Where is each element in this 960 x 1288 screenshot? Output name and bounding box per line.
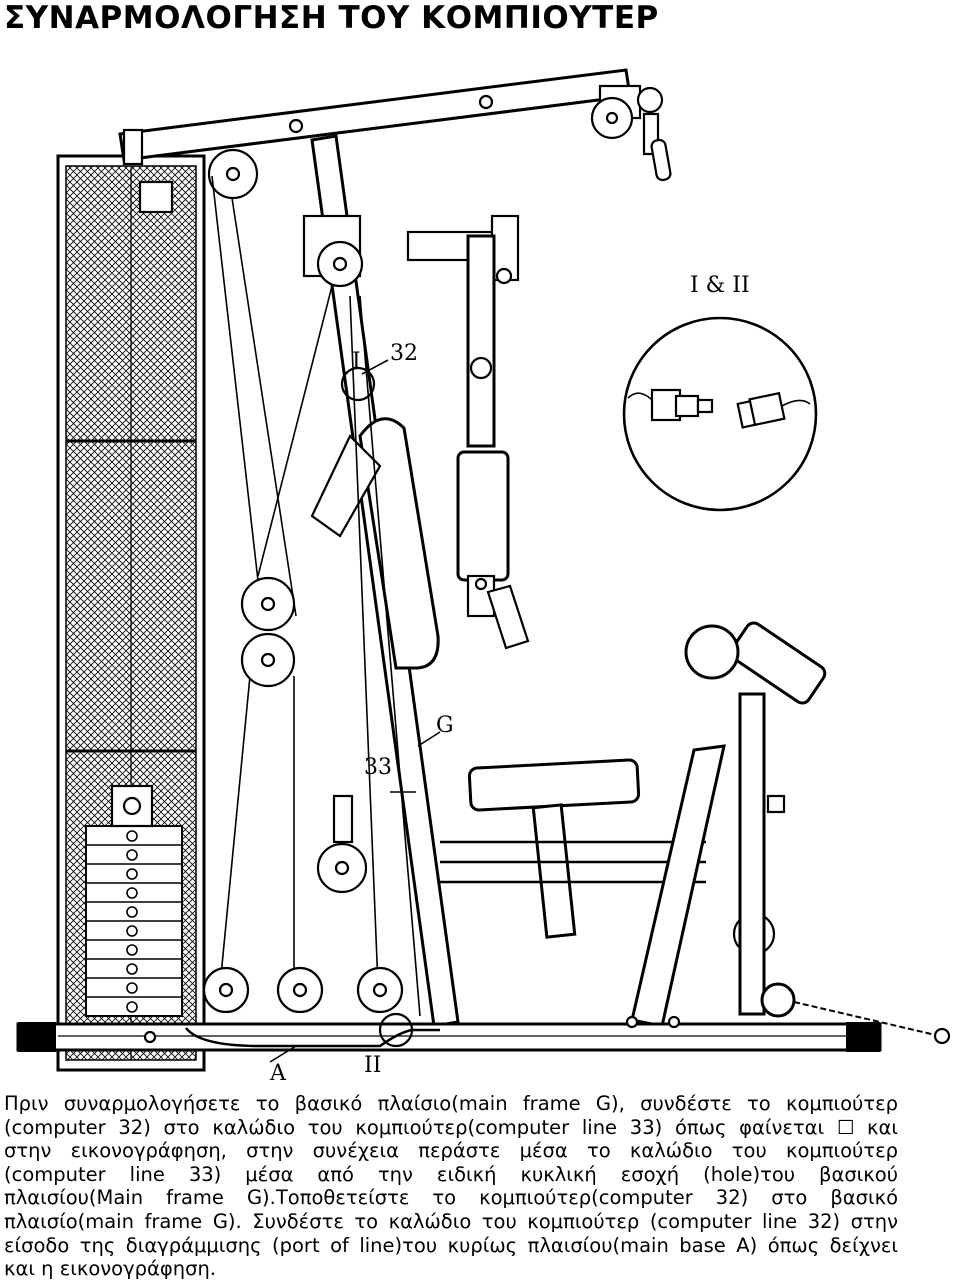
marker-ii-label: II: [364, 1053, 381, 1078]
instruction-line: είσοδο της διαγράμμισης (port of line)το…: [4, 1233, 898, 1257]
instruction-line: πλαισίου(Main frame G).Τοποθετείστε το κ…: [4, 1186, 898, 1210]
computer-line: [185, 1027, 440, 1048]
instruction-line: Πριν συναρμολογήσετε το βασικό πλαίσιο(m…: [4, 1092, 898, 1115]
instruction-line: πλαισίο(main frame G). Συνδέστε το καλώδ…: [4, 1209, 898, 1233]
instruction-line: και η εικονογράφηση.: [4, 1257, 216, 1281]
back-pad: [310, 417, 440, 670]
instruction-line: στην εικονογράφηση, στην συνέχεια περάστ…: [4, 1139, 898, 1163]
instruction-line: (computer 32) στο καλώδιο του κομπιούτερ…: [4, 1115, 898, 1139]
press-arm-column: [456, 234, 530, 650]
pulleys: [202, 576, 776, 1014]
base-frame: [16, 982, 951, 1052]
part-32-label: 32: [390, 341, 418, 366]
connector-detail: [622, 316, 818, 512]
seat-and-leg-extension: [440, 621, 827, 1028]
leader-lines: [269, 359, 441, 1063]
weight-plates: [85, 784, 183, 1017]
cables: [211, 175, 421, 1017]
top-arm: [118, 68, 672, 200]
assembly-instructions: Πριν συναρμολογήσετε το βασικό πλαίσιο(m…: [4, 1092, 898, 1281]
part-33-label: 33: [364, 755, 392, 780]
part-a-label: A: [269, 1061, 287, 1086]
home-gym-assembly-diagram: I & II I 32 G 33 A II: [16, 68, 951, 1086]
page-title: ΣΥΝΑΡΜΟΛΟΓΗΣΗ ΤΟΥ ΚΟΜΠΙΟΥΤΕΡ: [4, 0, 659, 36]
instruction-line: (computer line 33) μέσα από την ειδική κ…: [4, 1162, 898, 1186]
circle-markers: [340, 366, 414, 1048]
marker-i-label: I: [352, 349, 361, 374]
part-g-label: G: [436, 713, 454, 738]
detail-label: I & II: [690, 273, 750, 298]
